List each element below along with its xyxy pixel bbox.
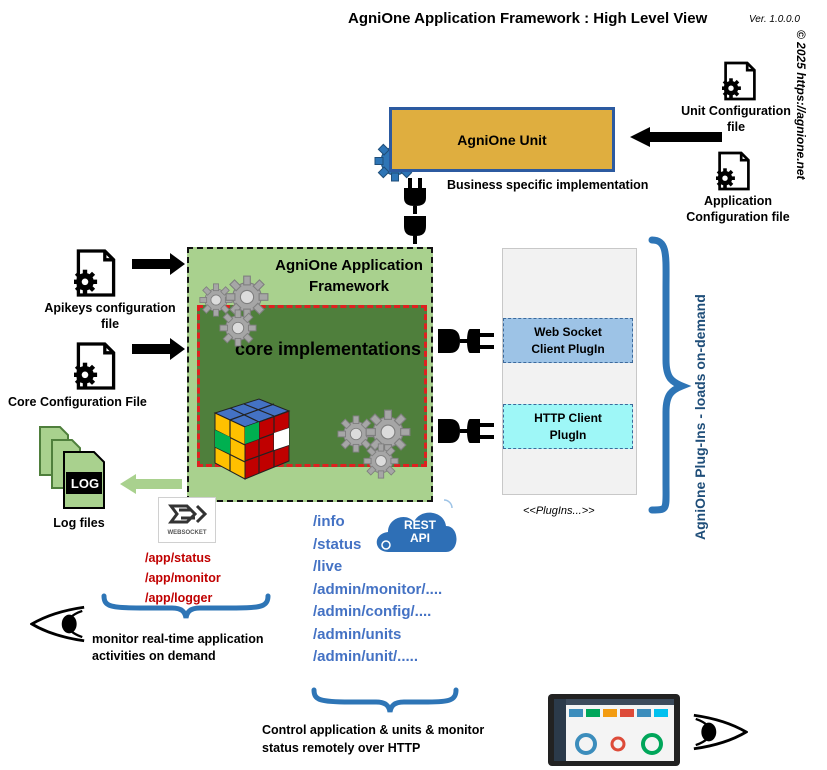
websocket-route: /app/logger: [145, 591, 213, 605]
plugins-vertical-label: AgniOne Plug-Ins - loads on-demand: [692, 294, 708, 540]
apikeys-config-file-icon: [74, 249, 116, 297]
websocket-routes: /app/status /app/monitor /app/logger: [145, 548, 221, 608]
config-to-unit-arrow: [630, 127, 722, 147]
websocket-logo-icon: [168, 504, 208, 524]
websocket-badge-text: WEBSOCKET: [167, 530, 207, 536]
websocket-route: /app/monitor: [145, 571, 221, 585]
unit-config-file-icon: [722, 61, 756, 101]
rest-brace: [311, 687, 459, 713]
framework-title: AgniOne Application Framework: [275, 257, 423, 295]
http-plug-icon: [438, 419, 494, 443]
rest-route: /status: [313, 535, 362, 553]
rest-api-cloud-icon: [376, 499, 457, 552]
rest-route: /info: [313, 513, 345, 530]
log-files-label: Log files: [53, 516, 105, 530]
monitor-eye-icon: [30, 605, 86, 643]
monitor-text: monitor real-time application activities…: [92, 632, 264, 663]
unit-config-label: Unit Configuration file: [681, 104, 791, 134]
dashboard-device-icon: [548, 694, 680, 766]
rest-api-label: REST API: [398, 519, 442, 545]
http-plugin: HTTP Client PlugIn: [503, 404, 633, 449]
rest-routes: /info /status /live /admin/monitor/.... …: [313, 511, 442, 669]
apikeys-arrow: [132, 253, 185, 275]
websocket-brace: [101, 593, 271, 619]
rest-route: /admin/monitor/....: [313, 580, 443, 598]
framework-decor: [199, 275, 411, 480]
core-title: core implementations: [234, 339, 422, 359]
core-config-label: Core Configuration File: [8, 395, 147, 409]
log-arrow: [120, 474, 182, 494]
app-config-file-icon: [716, 151, 750, 191]
unit-subtitle: Business specific implementation: [447, 178, 649, 192]
rest-route: /live: [313, 558, 343, 575]
plugins-brace: [648, 236, 692, 514]
websocket-plug-icon: [438, 329, 494, 353]
core-config-arrow: [132, 338, 185, 360]
app-config-label: Application Configuration file: [686, 194, 790, 224]
plugins-tag: <<PlugIns...>>: [523, 505, 595, 517]
rest-route: /admin/units: [313, 625, 402, 643]
api-label-line: API: [409, 531, 430, 545]
unit-title: AgniOne Unit: [457, 131, 547, 148]
core-box-border: [197, 305, 427, 467]
rest-route: /admin/unit/.....: [313, 648, 418, 665]
rest-label-line: REST: [403, 518, 436, 532]
core-config-file-icon: [74, 342, 116, 390]
remote-eye-icon: [692, 713, 748, 751]
websocket-badge: WEBSOCKET: [158, 497, 216, 543]
log-files-icon: [39, 426, 105, 509]
plugins-panel: [502, 248, 637, 495]
control-text: Control application & units & monitor st…: [262, 723, 485, 755]
agnione-unit-box: AgniOne Unit: [389, 107, 615, 172]
vertical-plug-icon: [404, 178, 426, 244]
rubiks-cube-icon: [213, 398, 291, 480]
rest-route: /admin/config/....: [313, 603, 432, 620]
websocket-route: /app/status: [145, 551, 211, 565]
log-icon-text: LOG: [70, 476, 100, 491]
version-label: Ver. 1.0.0.0: [749, 14, 800, 25]
websocket-plugin: Web Socket Client PlugIn: [503, 318, 633, 363]
apikeys-config-label: Apikeys configuration file: [44, 301, 176, 331]
diagram-title: AgniOne Application Framework : High Lev…: [348, 10, 708, 27]
